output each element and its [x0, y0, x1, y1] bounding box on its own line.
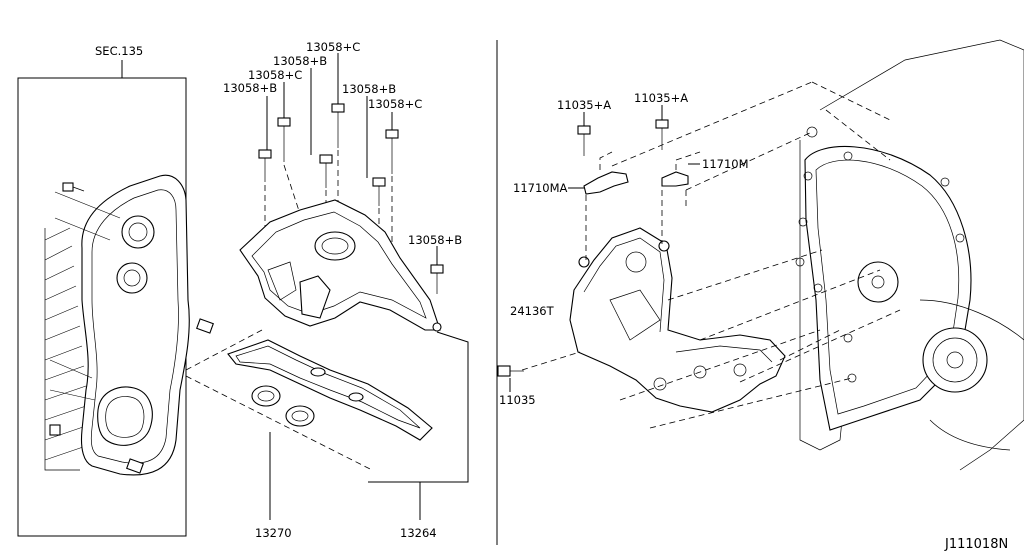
bracket-group	[497, 39, 1024, 471]
label-24136t[interactable]: 24136T	[510, 304, 555, 318]
label-13058-b-4[interactable]: 13058+B	[408, 233, 462, 247]
label-11035-a-1[interactable]: 11035+A	[557, 98, 611, 112]
diagram-code: J111018N	[944, 537, 1008, 552]
label-13270[interactable]: 13270	[255, 526, 292, 540]
front-cover-group	[17, 60, 214, 537]
cover-and-bolts-group	[239, 53, 469, 483]
label-11035-a-2[interactable]: 11035+A	[634, 91, 688, 105]
label-11035[interactable]: 11035	[499, 393, 536, 407]
label-11710m[interactable]: 11710M	[702, 157, 749, 171]
label-13058-c-1[interactable]: 13058+C	[248, 68, 302, 82]
label-13058-c-2[interactable]: 13058+C	[306, 40, 360, 54]
gasket-group	[185, 329, 433, 520]
label-13264[interactable]: 13264	[400, 526, 437, 540]
label-sec-135[interactable]: SEC.135	[95, 44, 143, 58]
label-13058-c-3[interactable]: 13058+C	[368, 97, 422, 111]
label-13058-b-1[interactable]: 13058+B	[223, 81, 277, 95]
label-11710ma[interactable]: 11710MA	[513, 181, 568, 195]
label-13058-b-2[interactable]: 13058+B	[273, 54, 327, 68]
label-13058-b-3[interactable]: 13058+B	[342, 82, 396, 96]
